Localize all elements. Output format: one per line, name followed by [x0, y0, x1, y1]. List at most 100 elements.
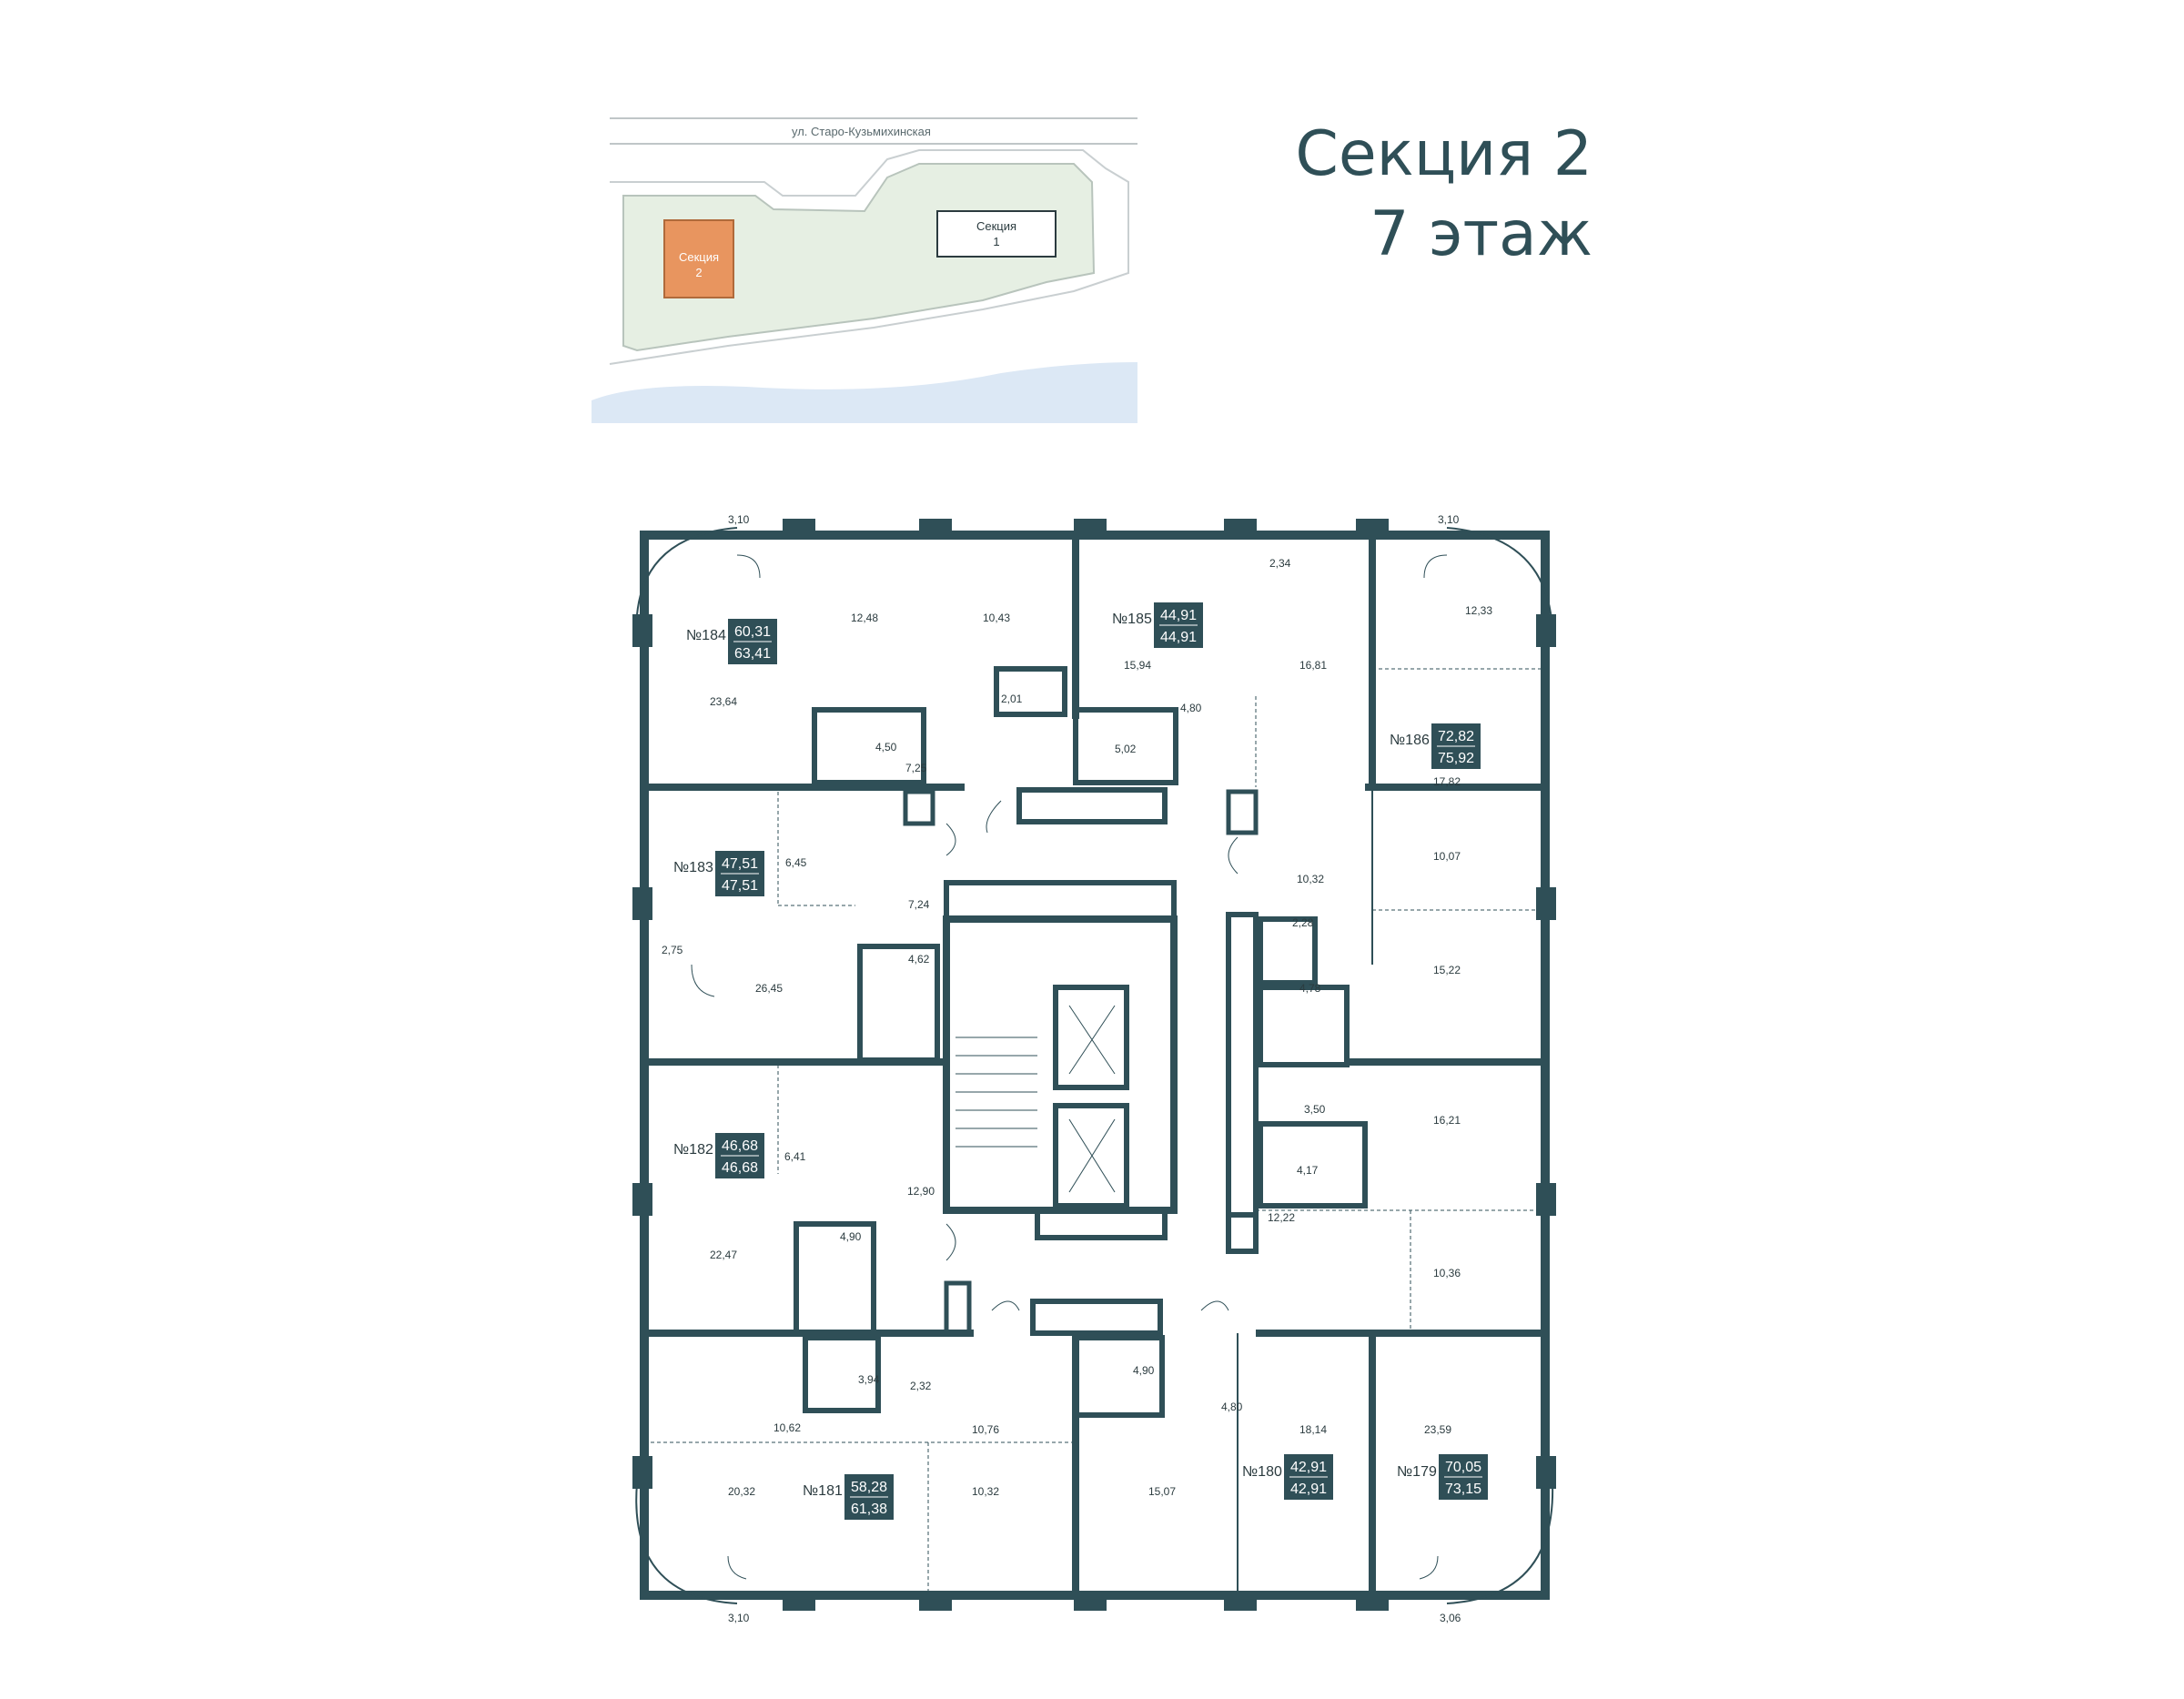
apartment-number: №186	[1390, 733, 1430, 748]
room-area: 4,90	[1133, 1364, 1155, 1377]
room-area: 4,80	[1221, 1401, 1243, 1413]
room-area: 3,94	[858, 1373, 880, 1386]
staircase	[956, 1037, 1037, 1148]
apartment-number: №182	[673, 1142, 713, 1158]
area-living: 60,31	[734, 624, 771, 640]
facade-columns	[632, 519, 1556, 1611]
room-area: 4,80	[1180, 702, 1202, 714]
room-area: 10,76	[972, 1423, 999, 1436]
apartment-number: №183	[673, 860, 713, 875]
area-total: 73,15	[1445, 1482, 1481, 1497]
elevator-1-x2	[1068, 1005, 1116, 1075]
room-area: 12,33	[1465, 604, 1492, 617]
area-living: 44,91	[1160, 608, 1197, 623]
room-area: 10,62	[774, 1421, 801, 1434]
section-2-label-line1: Секция	[679, 250, 719, 264]
apartment-184[interactable]: №184 60,31 63,41	[686, 619, 777, 664]
section-2-block-highlight	[663, 219, 734, 298]
room-area-labels: 3,10 3,10 2,34 12,48 10,43 12,33 23,64 1…	[662, 513, 1492, 1624]
room-area: 20,32	[728, 1485, 755, 1498]
floor-title: 7 этаж	[1370, 198, 1592, 270]
area-living: 72,82	[1438, 729, 1474, 744]
utility-top	[1016, 787, 1168, 824]
bath-180	[1073, 1335, 1165, 1418]
room-area: 3,10	[1438, 513, 1460, 526]
shaft-top	[944, 880, 1177, 922]
room-area: 23,59	[1424, 1423, 1451, 1436]
room-area: 10,43	[983, 612, 1010, 624]
apartment-181[interactable]: №181 58,28 61,38	[803, 1474, 894, 1520]
room-area: 23,64	[710, 695, 737, 708]
wc-185	[994, 666, 1067, 717]
room-area: 6,45	[785, 856, 807, 869]
apartment-180[interactable]: №180 42,91 42,91	[1242, 1454, 1333, 1500]
area-total: 46,68	[722, 1160, 758, 1176]
area-total: 63,41	[734, 646, 771, 662]
room-area: 2,75	[662, 944, 683, 956]
floor-plan	[632, 519, 1556, 1611]
section-1-label-line2: 1	[993, 235, 999, 248]
shaft-bottom	[1035, 1208, 1168, 1240]
room-area: 15,94	[1124, 659, 1151, 672]
room-area: 4,90	[840, 1230, 862, 1243]
riser-right	[1226, 912, 1259, 1218]
room-area: 2,28	[1292, 916, 1314, 929]
room-area: 16,21	[1433, 1114, 1461, 1127]
room-area: 17,82	[1433, 775, 1461, 788]
section-1-block	[936, 210, 1057, 258]
shaft-left-1	[903, 789, 935, 826]
apartment-number: №184	[686, 628, 726, 643]
bath-186	[1258, 916, 1318, 986]
bath-183	[857, 944, 940, 1063]
elevator-1	[1053, 985, 1129, 1090]
room-area: 10,07	[1433, 850, 1461, 863]
room-area: 12,90	[907, 1185, 935, 1198]
room-area: 3,10	[728, 1612, 750, 1624]
apartment-number: №179	[1397, 1464, 1437, 1480]
room-area: 2,32	[910, 1380, 932, 1392]
area-total: 44,91	[1160, 630, 1197, 645]
utility-bottom	[1030, 1299, 1163, 1336]
room-area: 2,01	[1001, 693, 1023, 705]
room-area: 6,41	[784, 1150, 806, 1163]
corner-balcony-se	[1446, 1482, 1554, 1604]
apartment-number: №180	[1242, 1464, 1282, 1480]
room-area: 2,34	[1269, 557, 1291, 570]
area-living: 70,05	[1445, 1460, 1481, 1475]
shaft-left-2	[944, 1280, 972, 1336]
apartment-182[interactable]: №182 46,68 46,68	[673, 1133, 764, 1178]
room-separators	[644, 668, 1545, 1595]
room-area: 16,81	[1299, 659, 1327, 672]
area-living: 42,91	[1290, 1460, 1327, 1475]
area-total: 75,92	[1438, 751, 1474, 766]
area-living: 46,68	[722, 1138, 758, 1154]
section-title: Секция 2	[1295, 118, 1592, 190]
apartment-186[interactable]: №186 72,82 75,92	[1390, 723, 1481, 769]
room-area: 4,62	[908, 953, 930, 966]
bath-181	[803, 1335, 881, 1413]
room-area: 4,78	[1299, 982, 1321, 995]
apartment-185[interactable]: №185 44,91 44,91	[1112, 602, 1203, 648]
site-water	[592, 362, 1138, 423]
room-area: 7,24	[908, 898, 930, 911]
area-total: 61,38	[851, 1502, 887, 1517]
apartment-183[interactable]: №183 47,51 47,51	[673, 851, 764, 896]
area-total: 47,51	[722, 878, 758, 894]
site-outline	[609, 149, 1129, 365]
apartment-number: №181	[803, 1483, 843, 1499]
corner-balcony-sw	[635, 1482, 738, 1604]
room-area: 15,07	[1148, 1485, 1176, 1498]
room-area: 4,50	[875, 741, 897, 753]
room-area: 15,22	[1433, 964, 1461, 976]
room-area: 7,25	[905, 762, 927, 774]
apartment-number: №185	[1112, 612, 1152, 627]
section-1-label-line1: Секция	[976, 219, 1016, 233]
room-area: 3,50	[1304, 1103, 1326, 1116]
room-area: 12,48	[851, 612, 878, 624]
room-area: 3,06	[1440, 1612, 1461, 1624]
riser-right-2	[1226, 1212, 1259, 1254]
shaft-right-1	[1226, 789, 1259, 835]
bath-179	[1258, 1121, 1368, 1209]
core-block	[943, 915, 1178, 1214]
apartment-179[interactable]: №179 70,05 73,15	[1397, 1454, 1488, 1500]
